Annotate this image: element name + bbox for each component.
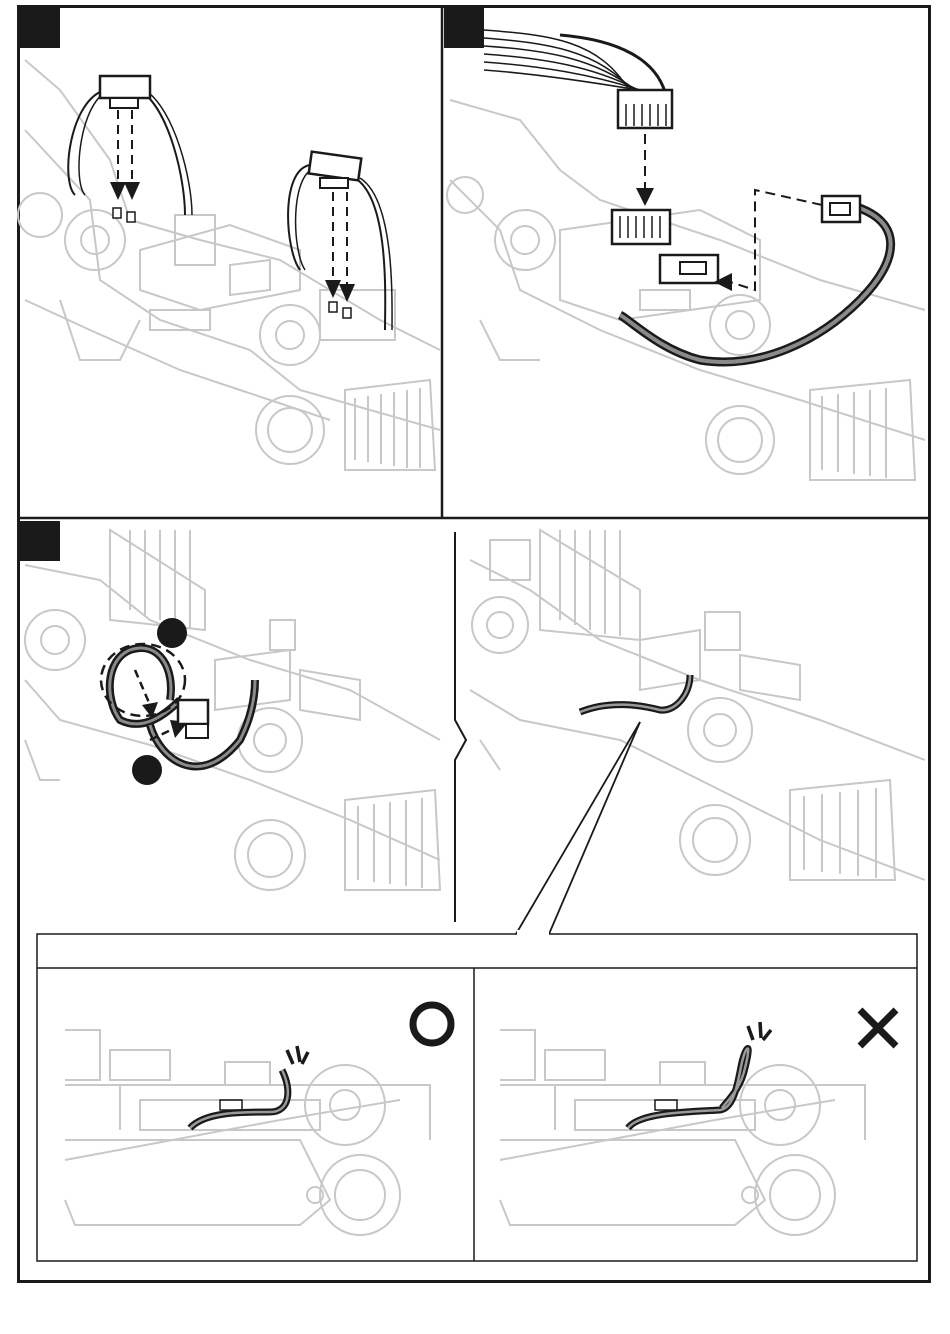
step-3-badge — [20, 521, 60, 561]
incorrect-mark-icon — [860, 1010, 896, 1046]
incorrect-example — [500, 1010, 896, 1235]
correct-example — [65, 1005, 451, 1235]
panel-4-illustration — [470, 530, 925, 934]
step-2-badge — [444, 8, 484, 48]
panel-3-illustration — [25, 530, 440, 890]
step-1-badge — [20, 8, 60, 48]
correct-mark-icon — [413, 1005, 451, 1043]
callout-dot-upper — [157, 618, 187, 648]
panel-1-illustration — [18, 60, 440, 470]
panel-2-illustration — [447, 30, 925, 480]
comparison-box — [37, 930, 917, 1261]
callout-dot-lower — [132, 755, 162, 785]
divider-vertical-bottom — [455, 532, 466, 922]
